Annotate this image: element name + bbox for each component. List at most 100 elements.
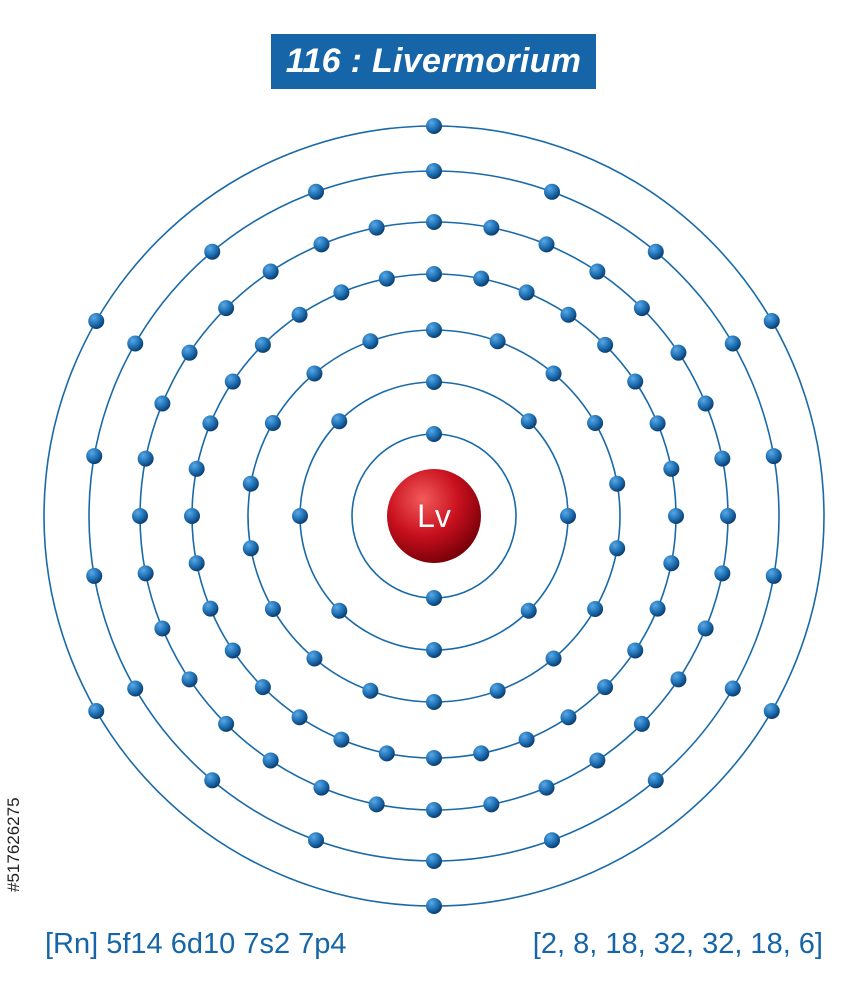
electron-shell-5 bbox=[132, 508, 148, 524]
electron-shell-4 bbox=[188, 555, 205, 572]
electron-shell-2 bbox=[292, 508, 308, 524]
stock-id-watermark: #517626275 bbox=[4, 797, 23, 892]
electron-shell-3 bbox=[489, 682, 506, 699]
electron-shell-6 bbox=[647, 772, 664, 789]
electron-shell-6 bbox=[308, 183, 324, 200]
electron-shell-5 bbox=[262, 752, 279, 769]
electron-shell-7 bbox=[763, 703, 780, 719]
electron-shell-4 bbox=[254, 679, 271, 696]
electron-shell-3 bbox=[426, 322, 442, 338]
electron-shell-4 bbox=[378, 270, 395, 287]
electron-shell-5 bbox=[670, 344, 687, 361]
electron-shell-6 bbox=[765, 448, 782, 465]
electron-shell-2 bbox=[331, 413, 348, 430]
electron-shell-4 bbox=[597, 336, 614, 353]
electron-shell-4 bbox=[426, 750, 442, 766]
electron-shell-2 bbox=[520, 602, 537, 619]
electron-shell-3 bbox=[489, 333, 506, 350]
electron-shell-6 bbox=[544, 832, 560, 849]
electron-shell-5 bbox=[589, 752, 606, 769]
electron-shell-5 bbox=[426, 802, 442, 818]
electron-shell-5 bbox=[633, 715, 650, 732]
electron-shell-3 bbox=[264, 415, 281, 431]
electron-shell-3 bbox=[545, 365, 562, 382]
electron-shell-6 bbox=[204, 772, 221, 789]
electron-shell-5 bbox=[154, 395, 171, 412]
electron-shell-7 bbox=[88, 703, 105, 719]
electron-shell-4 bbox=[560, 306, 577, 323]
electron-shell-5 bbox=[368, 796, 385, 813]
electron-shell-7 bbox=[88, 313, 105, 329]
electron-shell-5 bbox=[137, 450, 154, 467]
electron-shell-4 bbox=[649, 600, 666, 617]
electron-shell-4 bbox=[188, 460, 205, 477]
electron-shell-4 bbox=[224, 373, 241, 390]
electron-shell-5 bbox=[720, 508, 736, 524]
electron-shell-5 bbox=[368, 219, 385, 236]
electron-shell-3 bbox=[242, 540, 259, 557]
electron-shell-4 bbox=[473, 745, 490, 762]
electron-shell-5 bbox=[538, 779, 555, 796]
electron-shell-5 bbox=[426, 214, 442, 230]
electron-shell-6 bbox=[647, 243, 664, 260]
electron-shell-4 bbox=[560, 709, 577, 726]
electron-shell-3 bbox=[609, 475, 626, 492]
electron-shell-5 bbox=[538, 236, 555, 253]
electron-shell-5 bbox=[181, 344, 198, 361]
electron-shell-5 bbox=[154, 620, 171, 637]
electron-shell-6 bbox=[86, 448, 103, 465]
electron-shell-6 bbox=[308, 832, 324, 849]
electron-shell-6 bbox=[127, 335, 144, 352]
electron-shell-3 bbox=[545, 650, 562, 667]
electron-shell-4 bbox=[202, 600, 219, 617]
electron-shell-4 bbox=[473, 270, 490, 287]
electron-shell-3 bbox=[587, 415, 604, 431]
nucleus: Lv bbox=[387, 469, 481, 563]
nucleus-sphere bbox=[387, 469, 481, 563]
electron-shell-6 bbox=[426, 853, 442, 869]
element-symbol: Lv bbox=[417, 498, 451, 534]
electron-shell-5 bbox=[633, 300, 650, 317]
electron-shell-4 bbox=[518, 731, 535, 748]
electron-shell-6 bbox=[204, 243, 221, 260]
electron-shell-4 bbox=[378, 745, 395, 762]
electron-shell-3 bbox=[242, 475, 259, 492]
electron-shell-4 bbox=[426, 266, 442, 282]
electron-shell-5 bbox=[137, 565, 154, 582]
electron-shell-5 bbox=[714, 450, 731, 467]
electron-shell-2 bbox=[560, 508, 576, 524]
electron-shell-4 bbox=[291, 306, 308, 323]
electron-configuration: [Rn] 5f14 6d10 7s2 7p4 bbox=[45, 928, 347, 960]
electron-shell-4 bbox=[184, 508, 200, 524]
electron-shell-1 bbox=[426, 426, 442, 442]
electron-shell-5 bbox=[483, 796, 500, 813]
electron-shell-5 bbox=[589, 263, 606, 280]
electron-shell-5 bbox=[670, 671, 687, 688]
electron-shell-2 bbox=[520, 413, 537, 430]
electron-shell-5 bbox=[697, 620, 714, 637]
electron-shell-6 bbox=[765, 567, 782, 584]
electron-shell-1 bbox=[426, 590, 442, 606]
electron-shell-5 bbox=[218, 300, 235, 317]
electron-shell-6 bbox=[544, 183, 560, 200]
electron-shell-4 bbox=[254, 336, 271, 353]
electron-shell-5 bbox=[181, 671, 198, 688]
electron-shell-3 bbox=[306, 650, 323, 667]
shell-electron-counts: [2, 8, 18, 32, 32, 18, 6] bbox=[532, 928, 823, 960]
electrons bbox=[86, 118, 782, 914]
electron-shell-4 bbox=[291, 709, 308, 726]
electron-shell-7 bbox=[426, 898, 442, 914]
electron-shell-3 bbox=[362, 682, 379, 699]
electron-shell-5 bbox=[714, 565, 731, 582]
electron-shell-4 bbox=[627, 642, 644, 659]
element-title: 116 : Livermorium bbox=[271, 34, 596, 89]
electron-shell-3 bbox=[426, 694, 442, 710]
electron-shell-4 bbox=[668, 508, 684, 524]
electron-shell-4 bbox=[649, 415, 666, 432]
electron-shell-3 bbox=[306, 365, 323, 382]
electron-shell-4 bbox=[627, 373, 644, 390]
electron-shell-6 bbox=[127, 680, 144, 697]
electron-shell-5 bbox=[218, 715, 235, 732]
electron-shell-7 bbox=[426, 118, 442, 134]
